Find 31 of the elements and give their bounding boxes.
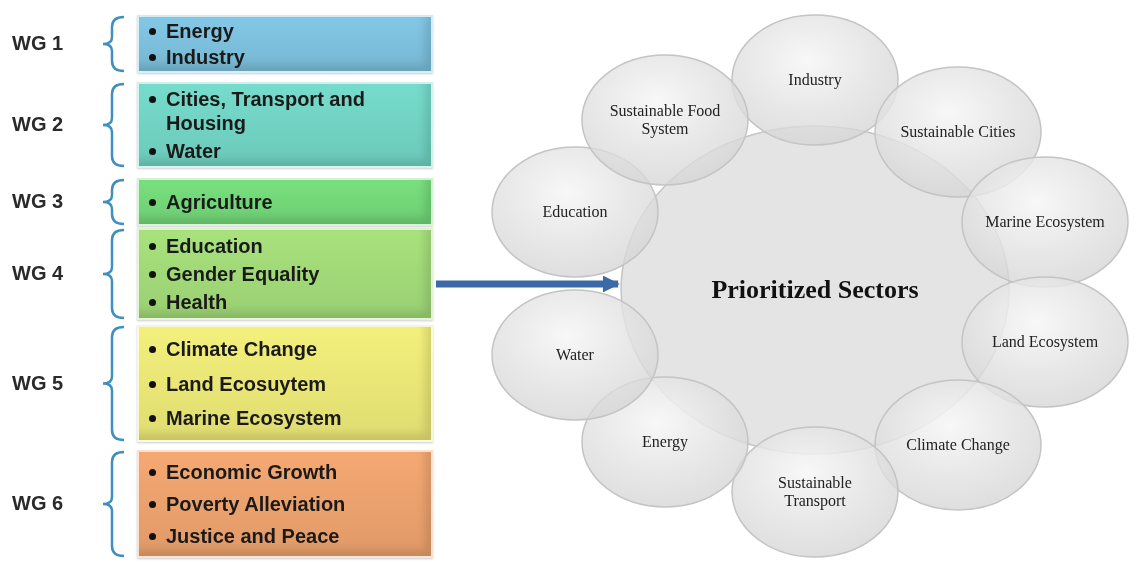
- topic-item: Justice and Peace: [166, 524, 340, 548]
- group-label: WG 1: [12, 32, 64, 55]
- sector-label: Water: [555, 346, 595, 364]
- sector-label: Sustainable Transport: [777, 474, 853, 510]
- sector-label: Industry: [787, 71, 843, 89]
- topic-item: Industry: [166, 45, 245, 69]
- group-label: WG 6: [12, 492, 64, 515]
- sector-label: Energy: [641, 433, 689, 451]
- group-label: WG 5: [12, 371, 64, 395]
- topic-item: Energy: [166, 19, 234, 43]
- sector-label: Marine Ecosystem: [984, 213, 1106, 231]
- sector-label: Education: [541, 203, 609, 221]
- topic-item: Cities, Transport and Housing: [166, 87, 366, 136]
- group-label: WG 4: [12, 262, 64, 285]
- sector-label: Sustainable Food System: [608, 102, 722, 138]
- center-title: Prioritized Sectors: [710, 275, 920, 305]
- topic-item: Health: [166, 290, 228, 314]
- topic-item: Agriculture: [166, 190, 273, 214]
- topic-item: Education: [166, 234, 263, 258]
- topic-item: Marine Ecosystem: [166, 405, 342, 430]
- topic-item: Climate Change: [166, 337, 318, 362]
- topic-item: Land Ecosuytem: [166, 371, 327, 396]
- topic-item: Water: [166, 138, 221, 163]
- sector-label: Sustainable Cities: [899, 123, 1017, 141]
- group-label: WG 3: [12, 190, 64, 213]
- sector-label: Land Ecosystem: [990, 333, 1100, 351]
- sector-label: Climate Change: [905, 436, 1011, 454]
- topic-item: Poverty Alleviation: [166, 492, 346, 516]
- topic-item: Gender Equality: [166, 262, 320, 286]
- group-label: WG 2: [12, 113, 64, 136]
- topic-item: Economic Growth: [166, 460, 338, 484]
